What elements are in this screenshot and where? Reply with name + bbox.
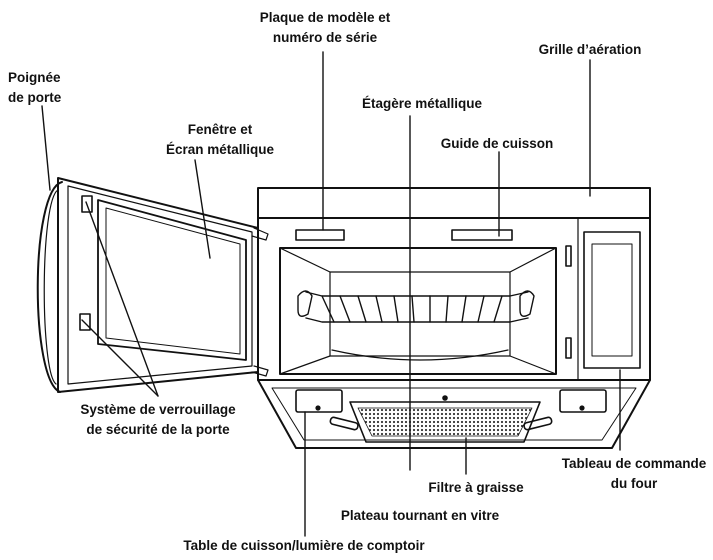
label-model-plate-line1: Plaque de modèle et: [259, 10, 391, 25]
label-window-screen-line1: Fenêtre et: [187, 122, 253, 137]
label-control-panel-line2: du four: [610, 476, 658, 491]
latch-upper: [81, 195, 93, 213]
label-turntable: Plateau tournant en vitre: [340, 508, 500, 523]
label-door-handle-line1: Poignée: [8, 70, 61, 85]
label-door-handle-line2: de porte: [8, 90, 62, 105]
door-handle-shape: [36, 181, 63, 393]
label-door-handle: Poignée de porte: [8, 68, 61, 108]
grease-filter-shape: [349, 401, 541, 443]
door-panel: [57, 177, 259, 393]
oven-body: [257, 187, 651, 381]
label-metal-shelf: Étagère métallique: [361, 96, 483, 111]
label-model-plate-line2: numéro de série: [272, 30, 378, 45]
label-grease-filter: Filtre à graisse: [428, 480, 524, 495]
label-cooktop-light: Table de cuisson/lumière de comptoir: [183, 538, 425, 553]
label-model-plate: Plaque de modèle et numéro de série: [260, 8, 391, 48]
oven-bottom: [257, 379, 651, 449]
label-vent-grille: Grille d’aération: [538, 42, 642, 57]
leader-lines: [41, 51, 621, 537]
cooking-guide-shape: [451, 229, 513, 241]
label-window-screen-line2: Écran métallique: [165, 142, 275, 157]
label-window-screen: Fenêtre et Écran métallique: [166, 120, 274, 160]
door: [36, 177, 269, 393]
door-window: [97, 199, 247, 361]
latch-lower: [79, 313, 91, 331]
label-control-panel: Tableau de commande du four: [562, 454, 707, 494]
label-door-lock: Système de verrouillage de sécurité de l…: [80, 400, 235, 440]
cooktop-light-left: [295, 389, 343, 413]
vent-band: [257, 187, 651, 219]
control-panel-shape: [583, 231, 641, 369]
oven-cavity: [279, 247, 557, 375]
label-door-lock-line2: de sécurité de la porte: [86, 422, 230, 437]
cooktop-light-right: [559, 389, 607, 413]
model-plate-shape: [295, 229, 345, 241]
label-door-lock-line1: Système de verrouillage: [80, 402, 236, 417]
metal-rack: [297, 290, 535, 323]
label-cooking-guide: Guide de cuisson: [440, 136, 554, 151]
label-control-panel-line1: Tableau de commande: [561, 456, 707, 471]
